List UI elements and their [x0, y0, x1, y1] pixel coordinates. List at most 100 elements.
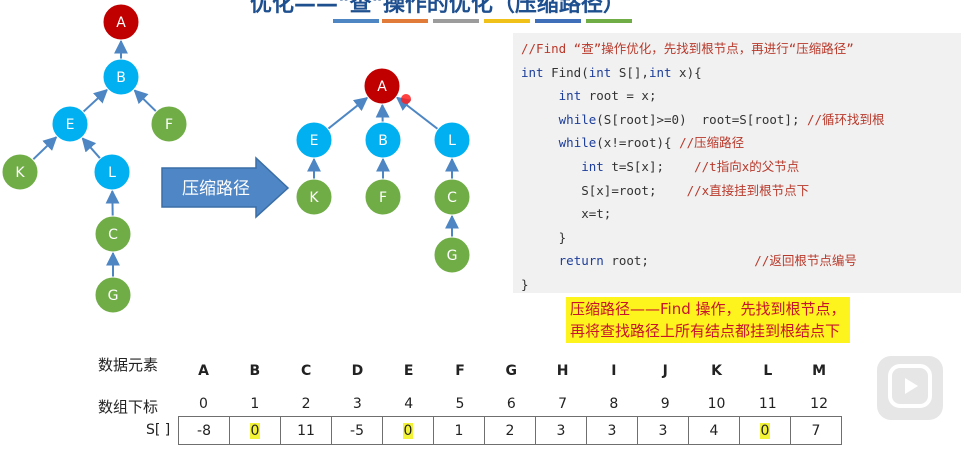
node-E: E — [51, 105, 89, 143]
node-circle — [295, 121, 333, 159]
array-cell: 0 — [382, 416, 434, 445]
code-text: root; — [603, 253, 649, 269]
code-text: } — [558, 229, 567, 245]
node-G: G — [94, 276, 132, 314]
code-line: //Find “查”操作优化，先找到根节点，再进行“压缩路径” — [521, 41, 854, 56]
node-E: E — [295, 121, 333, 159]
code-text: x=t; — [581, 206, 612, 222]
compress-arrow: 压缩路径 — [161, 156, 290, 219]
code-keyword: return — [558, 253, 604, 269]
node-circle — [1, 153, 39, 191]
index-cell: 1 — [250, 396, 260, 412]
node-label: G — [447, 248, 458, 264]
laser-pointer-dot — [401, 94, 411, 104]
compress-arrow-label: 压缩路径 — [182, 179, 250, 199]
play-button[interactable] — [877, 356, 943, 420]
array-cell: -8 — [178, 416, 230, 445]
play-icon — [888, 364, 932, 408]
code-keyword: int — [588, 64, 612, 80]
node-A: A — [102, 3, 140, 41]
node-circle — [102, 3, 140, 41]
edge-E-B — [82, 88, 109, 113]
node-circle — [295, 178, 333, 216]
title-stripe — [484, 19, 530, 23]
row-label-array: S[ ] — [146, 422, 171, 438]
node-K: K — [1, 153, 39, 191]
edge-L-E — [81, 137, 101, 160]
node-B: B — [102, 58, 140, 96]
node-C: C — [433, 178, 471, 216]
node-circle — [364, 178, 402, 216]
highlighted-value: 0 — [249, 422, 261, 439]
array-cell: 1 — [433, 416, 485, 445]
title-stripe — [586, 19, 632, 23]
code-text: root = x; — [581, 88, 657, 104]
node-circle — [433, 236, 471, 274]
array-cell: 0 — [739, 416, 791, 445]
index-cell: 4 — [404, 396, 414, 412]
node-label: E — [310, 133, 319, 149]
node-label: A — [116, 15, 126, 31]
element-cell: E — [403, 363, 414, 379]
code-keyword: int — [558, 88, 582, 104]
edge-F-B — [133, 89, 157, 113]
element-cell: A — [198, 363, 209, 379]
code-line: } — [521, 229, 567, 245]
slide-title: 优化——"查"操作的优化（压缩路径） — [250, 0, 625, 17]
index-cell: 6 — [506, 396, 516, 412]
array-cell: 4 — [688, 416, 740, 445]
index-cell: 3 — [352, 396, 362, 412]
node-label: C — [108, 227, 118, 243]
node-L: L — [433, 121, 471, 159]
code-line: S[x]=root; //x直接挂到根节点下 — [521, 183, 809, 198]
code-comment: //t指向x的父节点 — [664, 158, 800, 174]
array-cell: 3 — [637, 416, 689, 445]
code-keyword: int — [648, 64, 672, 80]
element-cell: K — [711, 363, 722, 379]
element-cell: C — [300, 363, 312, 379]
edges-after — [307, 96, 459, 237]
title-stripe — [433, 19, 479, 23]
array-cell: 2 — [484, 416, 536, 445]
code-line: int Find(int S[],int x){ — [521, 65, 702, 80]
node-circle — [93, 153, 131, 191]
node-C: C — [94, 215, 132, 253]
node-label: C — [447, 190, 457, 206]
element-cell: I — [611, 363, 617, 379]
code-comment: //循环找到根 — [799, 111, 885, 127]
node-label: K — [309, 190, 319, 206]
highlighted-value: 0 — [759, 422, 771, 439]
code-line: return root; //返回根节点编号 — [521, 253, 857, 268]
node-label: A — [377, 79, 387, 95]
array-cell: -5 — [331, 416, 383, 445]
edge-K-E — [32, 136, 58, 161]
code-comment: //返回根节点编号 — [648, 253, 857, 269]
index-cell: 5 — [455, 396, 465, 412]
index-cell: 2 — [301, 396, 311, 412]
code-text: t=S[x]; — [603, 158, 665, 174]
element-cell: H — [556, 363, 569, 379]
index-cell: 12 — [810, 396, 828, 412]
code-text: S[x]=root; — [581, 182, 657, 198]
node-F: F — [150, 105, 188, 143]
code-keyword: while — [558, 111, 597, 127]
code-line: int root = x; — [521, 88, 657, 104]
code-line: while(x!=root){ //压缩路径 — [521, 135, 744, 150]
node-circle — [363, 67, 401, 105]
node-F: F — [364, 178, 402, 216]
note-line: 再将查找路径上所有结点都挂到根结点下 — [570, 322, 841, 340]
title-strip: 优化——"查"操作的优化（压缩路径） — [0, 0, 961, 40]
index-cell: 9 — [660, 396, 670, 412]
row-label-indices: 数组下标 — [98, 398, 159, 416]
element-cell: G — [505, 363, 518, 379]
highlight-note: 压缩路径——Find 操作，先找到根节点， 再将查找路径上所有结点都挂到根结点下 — [566, 297, 850, 343]
element-cell: B — [249, 363, 261, 379]
index-cell: 0 — [199, 396, 208, 412]
index-cell: 7 — [558, 396, 568, 412]
code-keyword: int — [521, 64, 544, 80]
